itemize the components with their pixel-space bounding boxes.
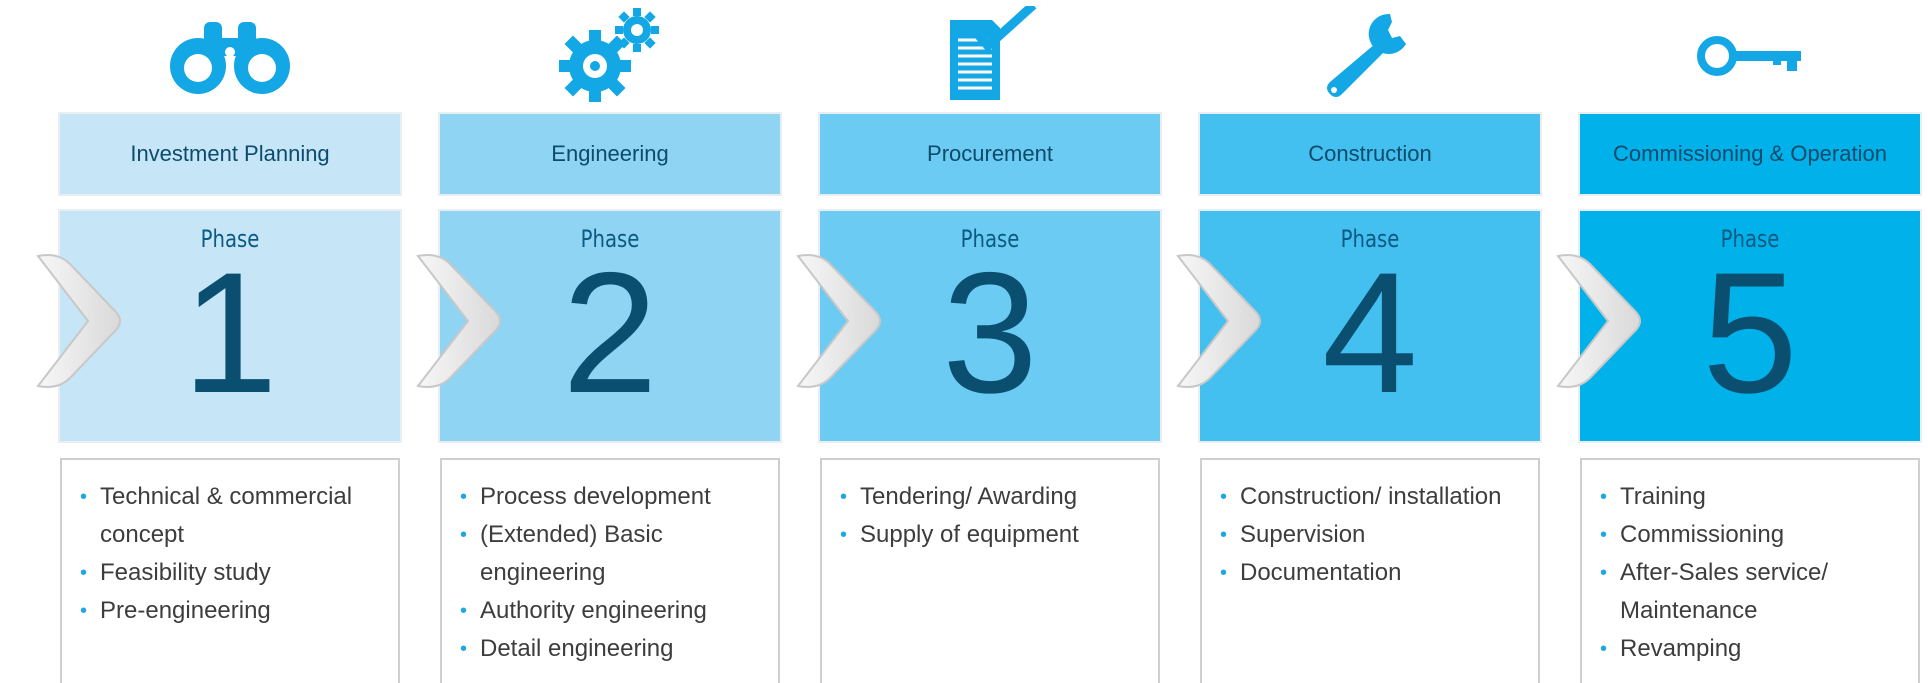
phase-tasks: Technical & commercial concept Feasibili… bbox=[60, 458, 400, 683]
chevron-right-icon bbox=[796, 254, 881, 388]
phase-label: Phase bbox=[200, 225, 260, 253]
phase-number: 5 bbox=[1702, 237, 1798, 429]
phase-title: Construction bbox=[1200, 114, 1540, 194]
list-item: Training bbox=[1600, 478, 1910, 516]
phase-title: Engineering bbox=[440, 114, 780, 194]
phase-tasks: Training Commissioning After-Sales servi… bbox=[1580, 458, 1920, 683]
phase-tasks: Construction/ installation Supervision D… bbox=[1200, 458, 1540, 683]
list-item: (Extended) Basic engineering bbox=[460, 516, 770, 592]
phase-tasks: Tendering/ Awarding Supply of equipment bbox=[820, 458, 1160, 683]
list-item: Tendering/ Awarding bbox=[840, 478, 1150, 516]
chevron-right-icon bbox=[36, 254, 121, 388]
phase-column-1: Investment Planning Phase 1 Technical & … bbox=[36, 0, 400, 683]
phase-title: Commissioning & Operation bbox=[1580, 114, 1920, 194]
list-item: Revamping bbox=[1600, 630, 1910, 668]
phase-title: Procurement bbox=[820, 114, 1160, 194]
phase-number: 1 bbox=[182, 237, 278, 429]
list-item: Commissioning bbox=[1600, 516, 1910, 554]
list-item: Supply of equipment bbox=[840, 516, 1150, 554]
list-item: Documentation bbox=[1220, 554, 1530, 592]
phase-title: Investment Planning bbox=[60, 114, 400, 194]
phase-column-5: Commissioning & Operation Phase 5 Traini… bbox=[1556, 0, 1920, 683]
phase-label: Phase bbox=[580, 225, 640, 253]
phase-number: 4 bbox=[1322, 237, 1418, 429]
phase-number: 2 bbox=[562, 237, 658, 429]
gears-icon bbox=[440, 0, 780, 112]
chevron-right-icon bbox=[1176, 254, 1261, 388]
list-item: After-Sales service/ Maintenance bbox=[1600, 554, 1910, 630]
binoculars-icon bbox=[60, 0, 400, 112]
list-item: Pre-engineering bbox=[80, 592, 390, 630]
list-item: Supervision bbox=[1220, 516, 1530, 554]
phase-column-2: Engineering Phase 2 Process development … bbox=[416, 0, 780, 683]
phase-label: Phase bbox=[1720, 225, 1780, 253]
phase-number-box: Phase 5 bbox=[1580, 211, 1920, 441]
chevron-right-icon bbox=[416, 254, 501, 388]
phase-column-4: Construction Phase 4 Construction/ insta… bbox=[1176, 0, 1540, 683]
phase-number: 3 bbox=[942, 237, 1038, 429]
phase-tasks: Process development (Extended) Basic eng… bbox=[440, 458, 780, 683]
wrench-icon bbox=[1200, 0, 1540, 112]
phase-column-3: Procurement Phase 3 Tendering/ Awarding … bbox=[796, 0, 1160, 683]
key-icon bbox=[1580, 0, 1920, 112]
list-item: Authority engineering bbox=[460, 592, 770, 630]
document-check-icon bbox=[820, 0, 1160, 112]
chevron-right-icon bbox=[1556, 254, 1641, 388]
list-item: Technical & commercial concept bbox=[80, 478, 390, 554]
list-item: Feasibility study bbox=[80, 554, 390, 592]
list-item: Process development bbox=[460, 478, 770, 516]
list-item: Construction/ installation bbox=[1220, 478, 1530, 516]
list-item: Detail engineering bbox=[460, 630, 770, 668]
phase-label: Phase bbox=[1340, 225, 1400, 253]
phase-label: Phase bbox=[960, 225, 1020, 253]
